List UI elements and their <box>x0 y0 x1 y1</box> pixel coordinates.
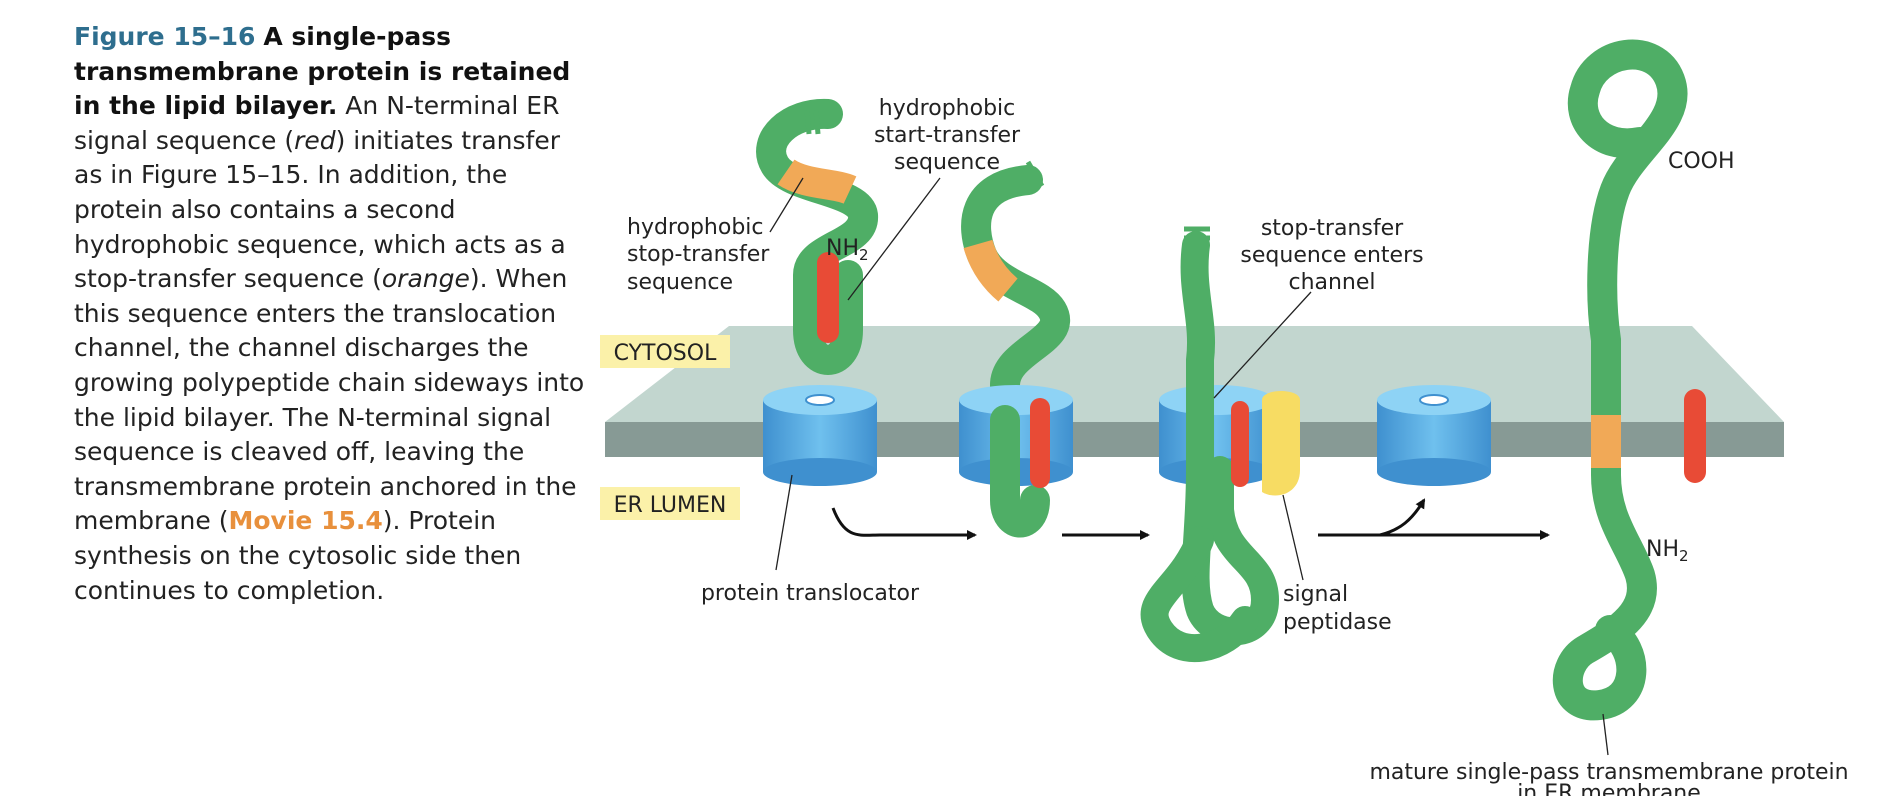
leader-lines <box>769 177 1609 756</box>
svg-text:in ER membrane: in ER membrane <box>1517 781 1701 796</box>
stage-3-chain <box>1140 226 1280 662</box>
label-signal-peptidase: signal peptidase <box>1283 582 1392 635</box>
caption-orange: orange <box>381 264 470 294</box>
caption-text-4: ). Protein synthesis on the cytosolic si… <box>74 506 522 605</box>
svg-text:hydrophobic: hydrophobic <box>627 215 764 240</box>
stage-1-chain <box>756 98 878 375</box>
stage-2-chain-upper <box>961 160 1070 435</box>
label-stop-transfer: hydrophobic stop-transfer sequence <box>627 215 770 295</box>
svg-text:stop-transfer: stop-transfer <box>1261 216 1404 241</box>
figure-title: A single-pass transmembrane protein is r… <box>74 22 571 121</box>
caption-red: red <box>294 125 336 155</box>
caption-text-3: ). When this sequence enters the translo… <box>74 264 585 536</box>
process-arrows <box>831 498 1550 540</box>
stage-4-chain <box>1552 39 1706 721</box>
translocator-4 <box>1377 385 1491 486</box>
svg-text:CYTOSOL: CYTOSOL <box>614 341 717 366</box>
stage-2-chain-lower <box>990 398 1050 538</box>
label-stop-enters: stop-transfer sequence enters channel <box>1240 216 1423 295</box>
label-nh2-mature: NH2 <box>1646 537 1689 565</box>
er-lumen-label: ER LUMEN <box>600 487 740 520</box>
svg-text:sequence: sequence <box>627 270 733 295</box>
svg-text:start-transfer: start-transfer <box>874 123 1021 148</box>
svg-text:sequence enters: sequence enters <box>1240 243 1423 268</box>
svg-text:hydrophobic: hydrophobic <box>879 96 1016 121</box>
label-mature-protein: mature single-pass transmembrane protein… <box>1369 760 1848 796</box>
caption-text-2: ) initiates transfer as in Figure 15–15.… <box>74 125 566 294</box>
label-nh2-stage-1: NH2 <box>826 236 869 264</box>
svg-text:sequence: sequence <box>894 150 1000 175</box>
label-cooh: COOH <box>1668 149 1735 174</box>
caption-text-1: An N-terminal ER signal sequence ( <box>74 91 560 155</box>
label-protein-translocator: protein translocator <box>701 581 920 606</box>
movie-link[interactable]: Movie 15.4 <box>228 506 383 536</box>
svg-text:stop-transfer: stop-transfer <box>627 242 770 267</box>
svg-text:peptidase: peptidase <box>1283 610 1392 635</box>
svg-text:signal: signal <box>1283 582 1348 607</box>
figure-number: Figure 15–16 <box>74 22 256 51</box>
svg-text:mature single-pass transmembra: mature single-pass transmembrane protein <box>1369 760 1848 785</box>
svg-text:ER LUMEN: ER LUMEN <box>614 493 727 518</box>
figure-caption: Figure 15–16 A single-pass transmembrane… <box>74 20 594 608</box>
translocator-1 <box>763 385 877 486</box>
signal-peptidase-shape <box>1262 391 1300 496</box>
svg-text:channel: channel <box>1288 270 1375 295</box>
cytosol-label: CYTOSOL <box>600 335 730 368</box>
label-start-transfer: hydrophobic start-transfer sequence <box>874 96 1021 175</box>
